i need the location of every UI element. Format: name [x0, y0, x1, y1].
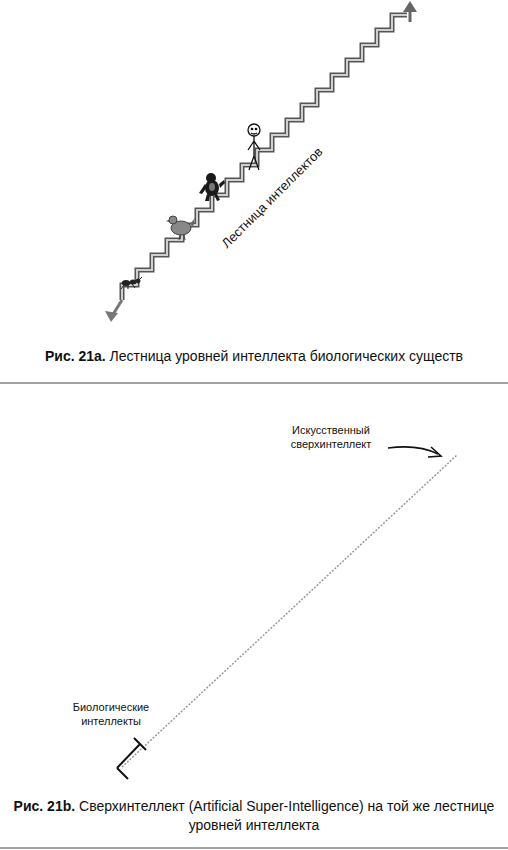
stair-outline — [122, 15, 407, 300]
caption-text: Лестница уровней интеллекта биологически… — [110, 348, 463, 364]
caption-number: Рис. 21a. — [45, 348, 106, 364]
stair-outline — [122, 15, 407, 300]
staircase — [122, 15, 407, 300]
stair-arrow — [403, 1, 417, 12]
figure-caption: Рис. 21a. Лестница уровней интеллекта би… — [6, 347, 502, 366]
bracket — [117, 738, 146, 779]
callout-label: Биологические интеллекты — [66, 700, 156, 728]
chimpanzee-figure — [199, 173, 225, 201]
ladder-label: Лестница интеллектов — [219, 144, 326, 251]
callout-label: Искусственный сверхинтеллект — [276, 423, 386, 451]
ladder-line — [122, 455, 457, 767]
chicken-figure — [166, 216, 195, 240]
rule-line — [0, 383, 508, 384]
caption-text: Сверхинтеллект (Artificial Super-Intelli… — [79, 798, 494, 833]
leader-arrow — [388, 447, 438, 454]
human-figure — [248, 124, 260, 170]
leader-arrow — [428, 447, 441, 457]
stair-arrow — [105, 311, 118, 322]
ant-figure — [121, 277, 142, 289]
caption-number: Рис. 21b. — [14, 798, 76, 814]
figure-caption: Рис. 21b. Сверхинтеллект (Artificial Sup… — [6, 797, 502, 835]
rule-line — [0, 848, 508, 849]
